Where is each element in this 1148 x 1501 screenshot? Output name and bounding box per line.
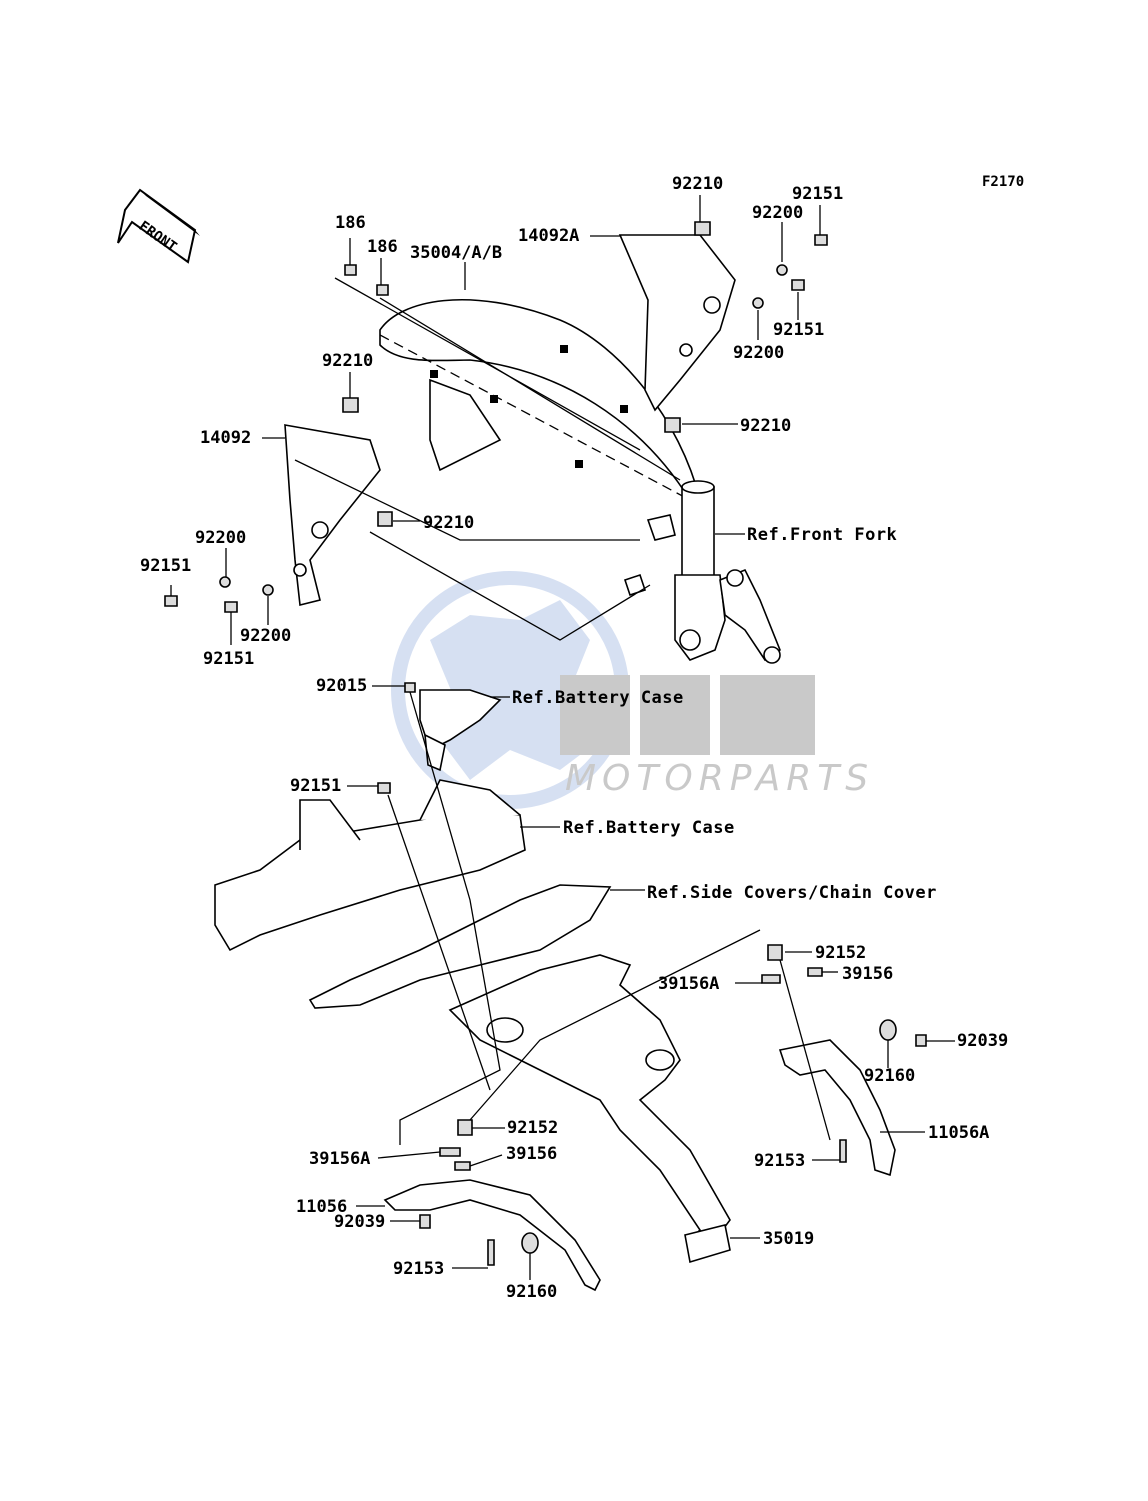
rear-fender-35019 (448, 954, 731, 1264)
label-92210-left: 92210 (322, 351, 373, 371)
label-35019: 35019 (763, 1229, 814, 1249)
nut-92210-mid-icon (377, 511, 393, 527)
label-14092: 14092 (200, 428, 251, 448)
label-186-b: 186 (367, 237, 398, 257)
watermark-map-icon (430, 600, 600, 780)
label-92210-right: 92210 (740, 416, 791, 436)
bolt-92151-left-icon (164, 595, 178, 607)
figure-code: F2170 (982, 174, 1024, 190)
label-92151-left: 92151 (140, 556, 191, 576)
label-92153-right: 92153 (754, 1151, 805, 1171)
ref-battery-case-link-2[interactable]: Ref.Battery Case (563, 818, 735, 838)
bolt-92151-top-icon (814, 234, 828, 246)
label-92160-right: 92160 (864, 1066, 915, 1086)
label-92210-mid: 92210 (423, 513, 474, 533)
label-92200-right: 92200 (733, 343, 784, 363)
bolt-92039-left-icon (419, 1214, 431, 1229)
label-92200-bottom: 92200 (240, 626, 291, 646)
ref-labels: Ref.Front Fork Ref.Battery Case Ref.Batt… (512, 525, 937, 903)
collar-92152-left-icon (457, 1119, 473, 1136)
label-11056: 11056 (296, 1197, 347, 1217)
label-92015: 92015 (316, 676, 367, 696)
pad-39156A-left-icon (439, 1147, 461, 1157)
washer-92200-left-icon (219, 576, 231, 588)
bracket-11056A (761, 944, 927, 1177)
pad-39156-left-icon (454, 1161, 471, 1171)
label-14092A: 14092A (518, 226, 579, 246)
rear-leader-lines (347, 685, 955, 1280)
label-92152-left: 92152 (507, 1118, 558, 1138)
front-arrow-icon: FRONT (117, 188, 200, 264)
label-92151-bottom: 92151 (203, 649, 254, 669)
screw-92153-right-icon (839, 1139, 847, 1163)
grommet-92160-right-icon (879, 1019, 897, 1041)
pad-39156A-right-icon (761, 974, 781, 984)
nut-92210-right-icon (664, 417, 681, 433)
bolt-92039-right-icon (915, 1034, 927, 1047)
pad-39156-right-icon (807, 967, 823, 977)
label-92151-right: 92151 (773, 320, 824, 340)
label-92200-top: 92200 (752, 203, 803, 223)
label-92151-mid: 92151 (290, 776, 341, 796)
front-fork-ref (623, 480, 781, 664)
ref-front-fork-link[interactable]: Ref.Front Fork (747, 525, 897, 545)
label-186-a: 186 (335, 213, 366, 233)
rear-inner-fender (214, 779, 526, 952)
bracket-11056 (383, 1119, 601, 1292)
label-92200-left: 92200 (195, 528, 246, 548)
ref-battery-case-link-1[interactable]: Ref.Battery Case (512, 688, 684, 708)
label-92210-top: 92210 (672, 174, 723, 194)
bolt-92151-mid-icon (377, 782, 391, 794)
label-92153-left: 92153 (393, 1259, 444, 1279)
watermark-logo-letters (560, 675, 815, 755)
bolt-186-a-icon (344, 264, 357, 276)
washer-92200-bottom-icon (262, 584, 274, 596)
label-39156A-right: 39156A (658, 974, 719, 994)
label-92152-right: 92152 (815, 943, 866, 963)
label-11056A: 11056A (928, 1123, 989, 1143)
label-92160-left: 92160 (506, 1282, 557, 1302)
nut-92015-icon (404, 682, 416, 693)
front-leader-lines (170, 195, 821, 645)
inner-fender-right-14092A (618, 234, 736, 412)
ref-side-covers-link[interactable]: Ref.Side Covers/Chain Cover (647, 883, 937, 903)
label-92039-right: 92039 (957, 1031, 1008, 1051)
label-39156-right: 39156 (842, 964, 893, 984)
label-35004: 35004/A/B (410, 243, 502, 263)
washer-92200-right-icon (752, 297, 764, 309)
bolt-92151-right-icon (791, 279, 805, 291)
side-covers (308, 884, 612, 1009)
inner-fender-left-14092 (284, 424, 381, 606)
label-39156A-left: 39156A (309, 1149, 370, 1169)
nut-92210-top-icon (694, 221, 711, 236)
washer-92200-top-icon (776, 264, 788, 276)
rear-hardware (377, 682, 416, 794)
label-92039-left: 92039 (334, 1212, 385, 1232)
part-labels: 186 186 35004/A/B 14092A 92210 92200 921… (140, 174, 1008, 1302)
watermark: MOTORPARTS (391, 571, 874, 809)
label-92151-top: 92151 (792, 184, 843, 204)
grommet-92160-left-icon (521, 1232, 539, 1254)
bolt-92151-bottom-icon (224, 601, 238, 613)
watermark-subtitle: MOTORPARTS (565, 758, 874, 799)
collar-92152-right-icon (767, 944, 783, 961)
nut-92210-left-icon (342, 397, 359, 413)
screw-92153-left-icon (487, 1239, 495, 1266)
label-39156-left: 39156 (506, 1144, 557, 1164)
bolt-186-b-icon (376, 284, 389, 296)
front-hardware (164, 221, 828, 613)
